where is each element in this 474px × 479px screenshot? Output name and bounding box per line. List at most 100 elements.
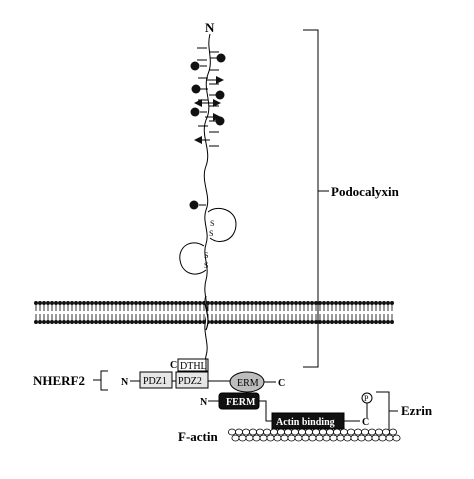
lipid-head-inner — [262, 320, 266, 324]
lipid-head-outer — [154, 301, 158, 305]
actin-monomer — [339, 428, 348, 436]
lipid-head-inner — [86, 320, 90, 324]
lipid-head-inner — [118, 320, 122, 324]
lipid-head-outer — [238, 301, 242, 305]
lipid-head-inner — [158, 320, 162, 324]
lipid-head-inner — [58, 320, 62, 324]
lipid-head-inner — [234, 320, 238, 324]
actin-monomer — [287, 434, 296, 442]
lipid-head-inner — [290, 320, 294, 324]
lipid-head-outer — [86, 301, 90, 305]
actin-monomer — [346, 428, 355, 436]
lipid-head-inner — [142, 320, 146, 324]
lipid-head-outer — [118, 301, 122, 305]
phospho-label: P — [364, 394, 369, 403]
lipid-head-inner — [42, 320, 46, 324]
glycan-dot — [191, 84, 201, 94]
lipid-head-outer — [74, 301, 78, 305]
glycan-arrow-right — [213, 99, 221, 107]
glycan-arrow-left — [194, 136, 202, 144]
lipid-head-inner — [314, 320, 318, 324]
lipid-head-outer — [298, 301, 302, 305]
lipid-head-inner — [182, 320, 186, 324]
lipid-head-inner — [362, 320, 366, 324]
lipid-head-outer — [198, 301, 202, 305]
lipid-head-outer — [246, 301, 250, 305]
podocalyxin-c-terminus: C — [170, 360, 177, 371]
lipid-head-outer — [90, 301, 94, 305]
glycan-arrow-left — [194, 99, 202, 107]
disulfide-loop-lower — [179, 242, 207, 275]
actin-monomer — [241, 428, 250, 436]
lipid-head-inner — [338, 320, 342, 324]
lipid-head-inner — [270, 320, 274, 324]
ezrin-n-terminus: N — [200, 397, 208, 408]
lipid-head-inner — [38, 320, 42, 324]
lipid-head-inner — [282, 320, 286, 324]
lipid-head-inner — [250, 320, 254, 324]
lipid-head-inner — [106, 320, 110, 324]
disulfide-s-2: S — [209, 229, 213, 238]
lipid-head-outer — [226, 301, 230, 305]
glycan-dot — [215, 116, 225, 126]
lipid-head-inner — [378, 320, 382, 324]
lipid-head-inner — [326, 320, 330, 324]
lipid-head-inner — [322, 320, 326, 324]
lipid-head-outer — [150, 301, 154, 305]
glycosylation-sites — [189, 47, 226, 210]
lipid-head-outer — [306, 301, 310, 305]
lipid-head-outer — [366, 301, 370, 305]
actin-monomer — [255, 428, 264, 436]
lipid-head-inner — [302, 320, 306, 324]
lipid-head-inner — [174, 320, 178, 324]
lipid-head-outer — [274, 301, 278, 305]
lipid-head-inner — [342, 320, 346, 324]
actin-monomer — [266, 434, 275, 442]
lipid-head-outer — [326, 301, 330, 305]
lipid-head-outer — [374, 301, 378, 305]
actin-monomer — [371, 434, 380, 442]
lipid-head-outer — [318, 301, 322, 305]
lipid-head-inner — [330, 320, 334, 324]
lipid-head-inner — [130, 320, 134, 324]
lipid-head-outer — [390, 301, 394, 305]
lipid-head-outer — [322, 301, 326, 305]
glycan-dot — [189, 200, 199, 210]
lipid-head-outer — [302, 301, 306, 305]
actin-monomer — [385, 434, 394, 442]
lipid-head-outer — [234, 301, 238, 305]
lipid-head-inner — [126, 320, 130, 324]
lipid-head-outer — [162, 301, 166, 305]
lipid-head-outer — [330, 301, 334, 305]
lipid-head-inner — [226, 320, 230, 324]
lipid-head-inner — [202, 320, 206, 324]
lipid-head-outer — [230, 301, 234, 305]
lipid-head-inner — [90, 320, 94, 324]
lipid-head-outer — [82, 301, 86, 305]
lipid-head-outer — [350, 301, 354, 305]
lipid-head-inner — [178, 320, 182, 324]
lipid-head-inner — [298, 320, 302, 324]
lipid-head-inner — [310, 320, 314, 324]
lipid-head-inner — [386, 320, 390, 324]
glycan-dot — [216, 53, 226, 63]
lipid-head-inner — [334, 320, 338, 324]
lipid-head-inner — [46, 320, 50, 324]
lipid-head-outer — [218, 301, 222, 305]
actin-monomer — [290, 428, 299, 436]
actin-monomer — [294, 434, 303, 442]
lipid-head-outer — [334, 301, 338, 305]
lipid-head-inner — [294, 320, 298, 324]
lipid-head-outer — [282, 301, 286, 305]
pdz1-domain — [139, 371, 173, 389]
lipid-head-outer — [166, 301, 170, 305]
lipid-head-outer — [178, 301, 182, 305]
erm-label: ERM — [237, 378, 259, 389]
lipid-head-outer — [146, 301, 150, 305]
lipid-head-inner — [350, 320, 354, 324]
lipid-head-inner — [62, 320, 66, 324]
lipid-head-inner — [74, 320, 78, 324]
factin-label: F-actin — [178, 429, 218, 444]
